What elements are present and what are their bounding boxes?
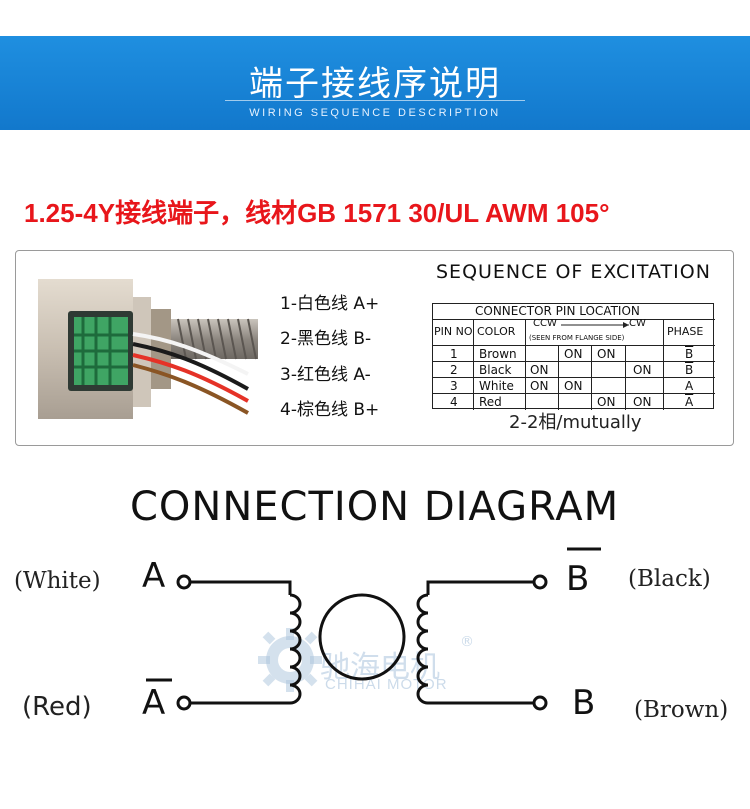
pin-a-terminal bbox=[176, 574, 192, 590]
row-2-phase: B bbox=[685, 363, 694, 377]
pin-b-label: B bbox=[572, 683, 596, 723]
banner-divider bbox=[225, 100, 525, 101]
rotor-circle bbox=[318, 593, 406, 681]
label-red: (Red) bbox=[22, 692, 92, 722]
pin-b-bar-terminal bbox=[532, 574, 548, 590]
motor-connector-photo bbox=[38, 279, 258, 419]
col-pin: PIN NO bbox=[434, 325, 473, 338]
terminal-spec-text: 1.25-4Y接线端子，线材GB 1571 30/UL AWM 105° bbox=[24, 198, 610, 228]
row-3-phase: A bbox=[685, 379, 694, 393]
wire-label-2: 2-黑色线 B- bbox=[280, 329, 372, 349]
wire-label-4: 4-棕色线 B+ bbox=[280, 400, 380, 420]
row-2-step-1: ON bbox=[530, 363, 549, 377]
view-note: (SEEN FROM FLANGE SIDE) bbox=[529, 334, 625, 342]
col-phase: PHASE bbox=[667, 325, 704, 338]
row-1-pin: 1 bbox=[450, 347, 458, 361]
pin-a-label: A bbox=[142, 556, 166, 596]
left-coil-wire bbox=[190, 580, 292, 595]
row-1-step-3: ON bbox=[597, 347, 616, 361]
col-ccw: CCW bbox=[533, 318, 557, 329]
pin-b-terminal bbox=[532, 695, 548, 711]
row-3-pin: 3 bbox=[450, 379, 458, 393]
table-header: CONNECTOR PIN LOCATION bbox=[475, 304, 640, 318]
mutually-note: 2-2相/mutually bbox=[509, 412, 642, 433]
row-2-step-4: ON bbox=[633, 363, 652, 377]
left-coil-winding bbox=[289, 593, 302, 705]
label-white: (White) bbox=[14, 568, 101, 594]
pin-a-bar-terminal bbox=[176, 695, 192, 711]
watermark-brand-en: CHIHAI MOTOR bbox=[325, 676, 448, 693]
pin-b-bar-label: B bbox=[566, 559, 590, 599]
row-1-phase: B bbox=[685, 347, 694, 361]
banner-subtitle: WIRING SEQUENCE DESCRIPTION bbox=[249, 107, 501, 119]
row-4-color: Red bbox=[479, 395, 502, 409]
col-color: COLOR bbox=[477, 325, 516, 338]
right-coil-wire bbox=[426, 580, 534, 595]
wire-label-1: 1-白色线 A+ bbox=[280, 294, 380, 314]
right-coil-winding bbox=[416, 593, 429, 705]
banner-title: 端子接线序说明 bbox=[249, 64, 501, 104]
row-1-step-2: ON bbox=[564, 347, 583, 361]
pin-a-bar-label: A bbox=[142, 683, 166, 723]
row-4-phase: A bbox=[685, 395, 694, 409]
wiring-panel: 1-白色线 A+ 2-黑色线 B- 3-红色线 A- 4-棕色线 B+ SEQU… bbox=[15, 250, 734, 446]
connection-diagram-title: CONNECTION DIAGRAM bbox=[130, 484, 620, 530]
arrow-icon bbox=[561, 322, 629, 328]
label-black: (Black) bbox=[628, 566, 711, 592]
watermark-registered: ® bbox=[460, 634, 474, 650]
row-3-step-2: ON bbox=[564, 379, 583, 393]
row-1-color: Brown bbox=[479, 347, 517, 361]
row-3-step-1: ON bbox=[530, 379, 549, 393]
label-brown: (Brown) bbox=[634, 697, 729, 723]
excitation-title: SEQUENCE OF EXCITATION bbox=[436, 261, 711, 283]
row-3-color: White bbox=[479, 379, 514, 393]
row-2-pin: 2 bbox=[450, 363, 458, 377]
row-4-step-4: ON bbox=[633, 395, 652, 409]
row-2-color: Black bbox=[479, 363, 512, 377]
connection-diagram bbox=[146, 547, 601, 711]
row-4-pin: 4 bbox=[450, 395, 458, 409]
row-4-step-3: ON bbox=[597, 395, 616, 409]
header-banner: 端子接线序说明 WIRING SEQUENCE DESCRIPTION bbox=[0, 36, 750, 130]
wire-label-3: 3-红色线 A- bbox=[280, 365, 371, 385]
excitation-table: CONNECTOR PIN LOCATION PIN NO COLOR CCW … bbox=[432, 303, 715, 410]
col-cw: CW bbox=[629, 318, 646, 329]
